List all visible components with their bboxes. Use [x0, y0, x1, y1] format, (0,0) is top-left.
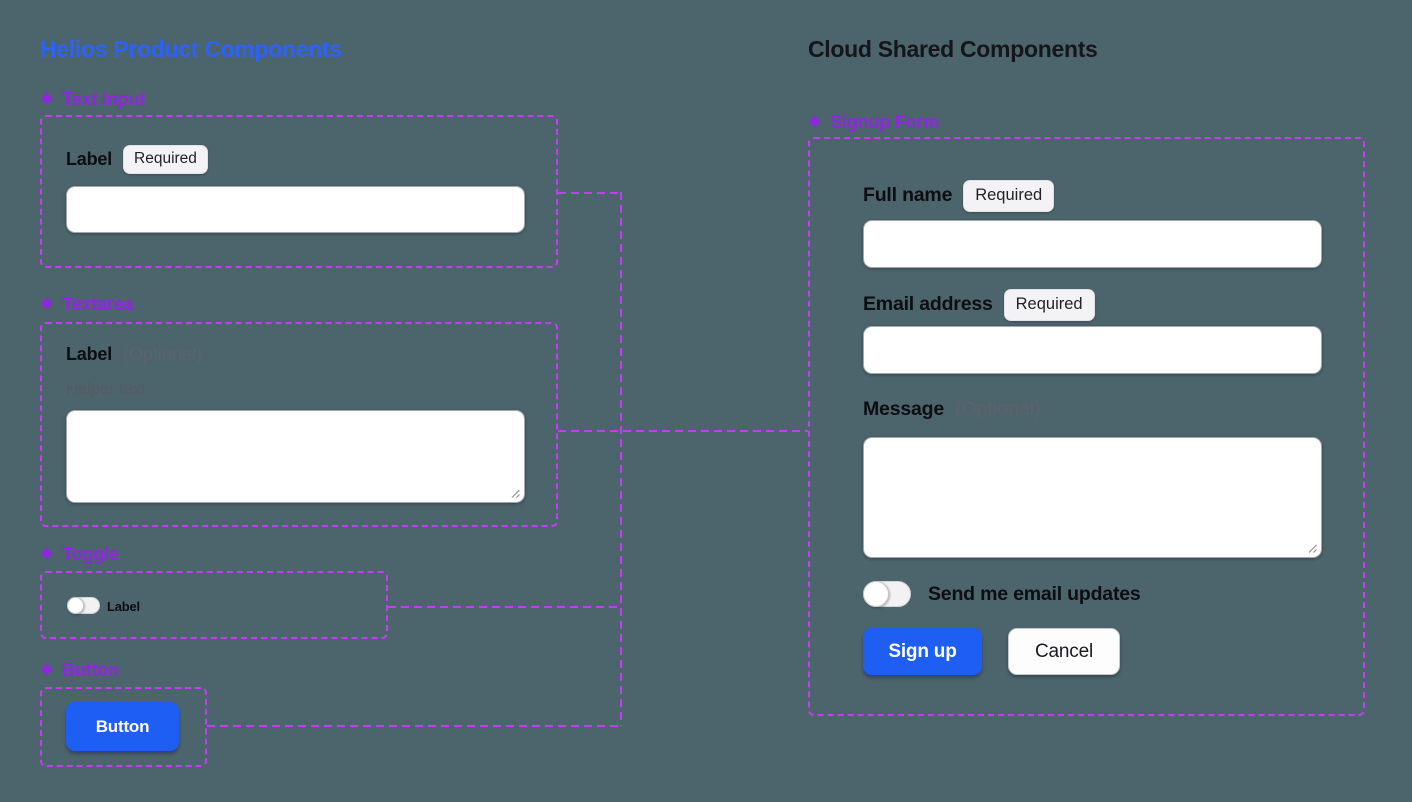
section-header-label: Button [62, 660, 120, 680]
section-header-label: Signup Form [830, 112, 940, 132]
resize-handle-icon[interactable] [509, 487, 521, 499]
component-box-toggle [40, 571, 388, 639]
textarea-label-row: Label (Optional) [66, 344, 202, 365]
email-updates-label: Send me email updates [928, 583, 1141, 605]
text-input-label: Label [66, 148, 113, 169]
resize-handle-icon[interactable] [1306, 542, 1318, 554]
message-label: Message [863, 398, 944, 420]
section-header-label: Text Input [62, 89, 145, 109]
button-component[interactable]: Button [66, 702, 179, 751]
page-title-helios: Helios Product Components [40, 36, 342, 62]
text-input-field[interactable] [66, 186, 525, 233]
component-icon: ❖ [808, 114, 822, 131]
cancel-button[interactable]: Cancel [1008, 628, 1120, 675]
full-name-input[interactable] [863, 220, 1322, 268]
connector-textarea-to-form [558, 430, 808, 432]
message-optional-label: (Optional) [954, 398, 1041, 420]
message-textarea-wrap [863, 437, 1322, 558]
helper-text: Helper text [66, 380, 146, 398]
section-header-label: Textarea [62, 294, 134, 314]
email-label-row: Email address Required [863, 289, 1095, 321]
connector-button [207, 725, 621, 727]
email-label: Email address [863, 293, 993, 316]
full-name-label-row: Full name Required [863, 180, 1055, 212]
email-input[interactable] [863, 326, 1322, 374]
section-header-toggle: ❖ Toggle [40, 544, 119, 565]
component-box-text-input [40, 115, 558, 268]
component-icon: ❖ [40, 91, 54, 108]
toggle-knob [67, 597, 84, 614]
message-textarea[interactable] [863, 437, 1322, 558]
component-box-textarea [40, 322, 558, 527]
connector-toggle [388, 606, 621, 608]
email-required-badge: Required [1003, 289, 1095, 321]
connector-text-input [558, 192, 621, 194]
toggle-label: Label [107, 599, 140, 614]
connector-spine [620, 192, 622, 726]
full-name-label: Full name [863, 184, 953, 207]
textarea-wrap [66, 410, 525, 503]
component-icon: ❖ [40, 662, 54, 679]
toggle-knob [863, 581, 889, 607]
textarea-field[interactable] [66, 410, 525, 503]
section-header-label: Toggle [62, 544, 119, 564]
component-box-button [40, 687, 207, 767]
email-updates-toggle[interactable] [863, 581, 911, 607]
section-header-signup-form: ❖ Signup Form [808, 112, 939, 133]
component-icon: ❖ [40, 296, 54, 313]
full-name-required-badge: Required [963, 180, 1055, 212]
toggle-switch[interactable] [67, 597, 100, 614]
section-header-button: ❖ Button [40, 660, 119, 681]
section-header-text-input: ❖ Text Input [40, 89, 145, 110]
component-box-signup-form [808, 137, 1365, 716]
optional-label: (Optional) [123, 344, 203, 364]
required-badge: Required [123, 145, 208, 174]
page-title-cloud: Cloud Shared Components [808, 36, 1098, 62]
message-label-row: Message (Optional) [863, 398, 1041, 421]
textarea-label: Label [66, 344, 113, 364]
component-icon: ❖ [40, 546, 54, 563]
sign-up-button[interactable]: Sign up [863, 628, 982, 675]
text-input-label-row: Label Required [66, 145, 208, 174]
section-header-textarea: ❖ Textarea [40, 294, 134, 315]
